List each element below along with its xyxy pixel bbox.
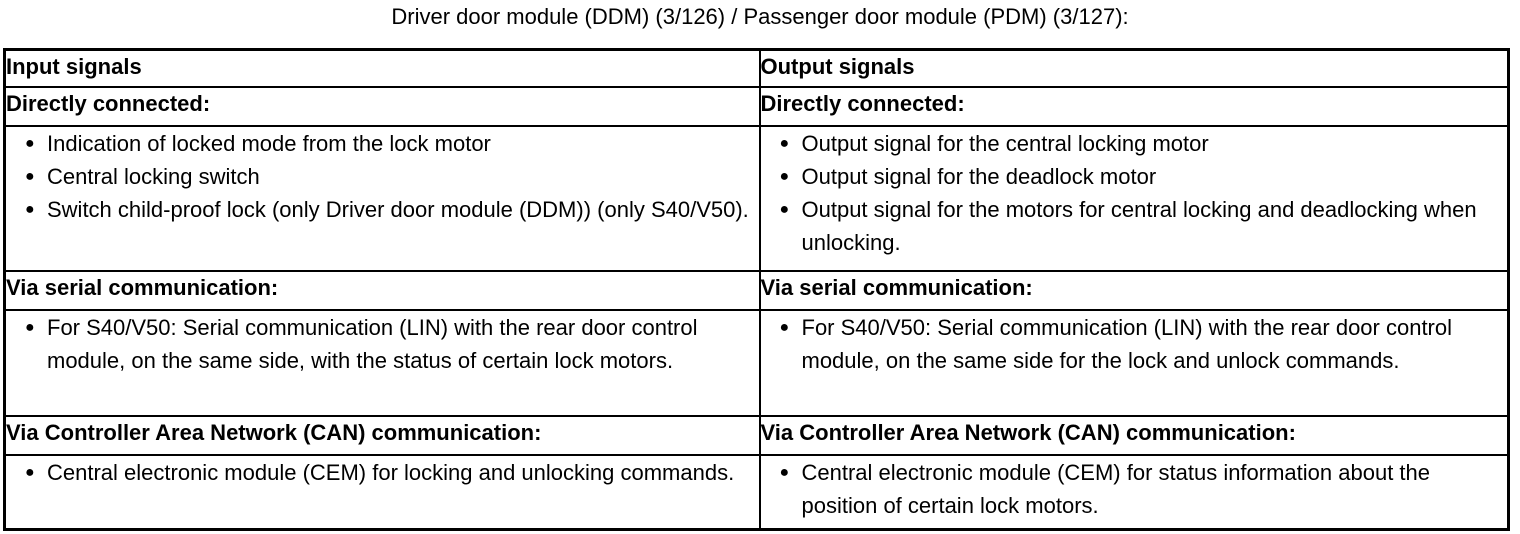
output-serial-communication-items: ● For S40/V50: Serial communication (LIN… [758, 308, 1510, 417]
input-can-communication-items: ● Central electronic module (CEM) for lo… [3, 453, 761, 531]
list-item-text: Output signal for the motors for central… [801, 196, 1477, 255]
bullet-list: ● Indication of locked mode from the loc… [6, 127, 759, 226]
list-item-text: For S40/V50: Serial communication (LIN) … [47, 314, 698, 373]
output-serial-communication-heading: Via serial communication: [758, 269, 1510, 311]
input-directly-connected-heading: Directly connected: [3, 85, 761, 127]
bullet-icon: ● [25, 134, 35, 152]
output-signals-header: Output signals [758, 48, 1510, 88]
list-item-text: Output signal for the central locking mo… [801, 130, 1209, 156]
list-item: ● Central electronic module (CEM) for lo… [6, 456, 759, 489]
signals-table: Input signals Output signals Directly co… [3, 48, 1510, 531]
bullet-icon: ● [779, 200, 790, 218]
input-can-communication-heading: Via Controller Area Network (CAN) commun… [3, 414, 761, 456]
input-directly-connected-items: ● Indication of locked mode from the loc… [3, 124, 761, 272]
list-item-text: Indication of locked mode from the lock … [47, 130, 491, 156]
input-signals-header: Input signals [3, 48, 761, 88]
bullet-icon: ● [779, 463, 790, 481]
bullet-list: ● Central electronic module (CEM) for lo… [6, 456, 759, 489]
list-item: ● Switch child-proof lock (only Driver d… [6, 193, 759, 226]
output-can-communication-heading: Via Controller Area Network (CAN) commun… [758, 414, 1510, 456]
table-header-row: Input signals Output signals [3, 48, 1510, 88]
output-directly-connected-heading: Directly connected: [758, 85, 1510, 127]
list-item-text: Central electronic module (CEM) for lock… [47, 459, 735, 485]
bullet-icon: ● [25, 200, 35, 218]
bullet-icon: ● [25, 167, 35, 185]
serial-communication-items-row: ● For S40/V50: Serial communication (LIN… [3, 308, 1510, 417]
bullet-list: ● For S40/V50: Serial communication (LIN… [761, 311, 1508, 377]
directly-connected-heading-row: Directly connected: Directly connected: [3, 85, 1510, 127]
list-item-text: For S40/V50: Serial communication (LIN) … [801, 314, 1453, 373]
bullet-icon: ● [779, 167, 790, 185]
list-item: ● Indication of locked mode from the loc… [6, 127, 759, 160]
can-communication-heading-row: Via Controller Area Network (CAN) commun… [3, 414, 1510, 456]
serial-communication-heading-row: Via serial communication: Via serial com… [3, 269, 1510, 311]
directly-connected-items-row: ● Indication of locked mode from the loc… [3, 124, 1510, 272]
list-item: ● Output signal for the motors for centr… [761, 193, 1508, 259]
input-serial-communication-heading: Via serial communication: [3, 269, 761, 311]
bullet-list: ● Output signal for the central locking … [761, 127, 1508, 259]
list-item: ● Central electronic module (CEM) for st… [761, 456, 1508, 522]
bullet-icon: ● [25, 318, 35, 336]
list-item-text: Central locking switch [47, 163, 260, 189]
list-item: ● For S40/V50: Serial communication (LIN… [761, 311, 1508, 377]
list-item: ● For S40/V50: Serial communication (LIN… [6, 311, 759, 377]
list-item-text: Central electronic module (CEM) for stat… [801, 459, 1431, 518]
output-directly-connected-items: ● Output signal for the central locking … [758, 124, 1510, 272]
list-item-text: Output signal for the deadlock motor [801, 163, 1157, 189]
page-title: Driver door module (DDM) (3/126) / Passe… [391, 4, 1129, 29]
bullet-list: ● Central electronic module (CEM) for st… [761, 456, 1508, 522]
input-serial-communication-items: ● For S40/V50: Serial communication (LIN… [3, 308, 761, 417]
list-item: ● Central locking switch [6, 160, 759, 193]
bullet-icon: ● [779, 134, 790, 152]
bullet-list: ● For S40/V50: Serial communication (LIN… [6, 311, 759, 377]
bullet-icon: ● [25, 463, 35, 481]
can-communication-items-row: ● Central electronic module (CEM) for lo… [3, 453, 1510, 531]
output-can-communication-items: ● Central electronic module (CEM) for st… [758, 453, 1510, 531]
list-item: ● Output signal for the central locking … [761, 127, 1508, 160]
list-item: ● Output signal for the deadlock motor [761, 160, 1508, 193]
bullet-icon: ● [779, 318, 790, 336]
list-item-text: Switch child-proof lock (only Driver doo… [47, 196, 749, 222]
